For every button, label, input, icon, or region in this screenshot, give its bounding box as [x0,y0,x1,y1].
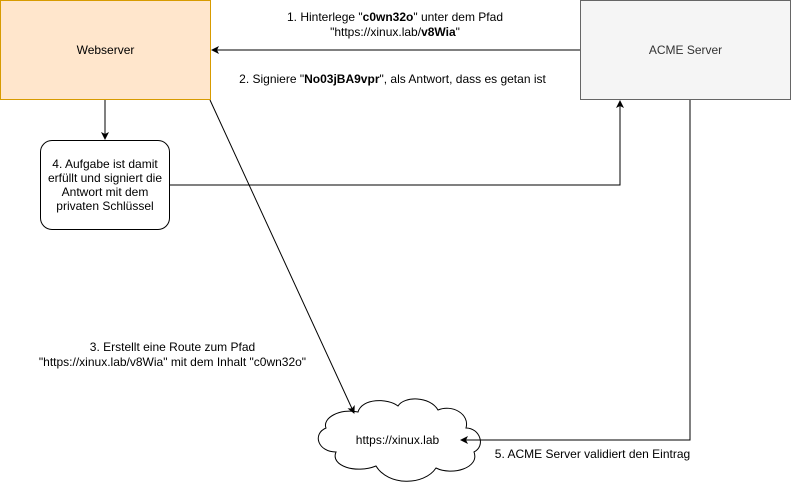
step2-token: No03jBA9vpr [304,72,380,86]
acme-server-label: ACME Server [648,43,723,57]
step1-path-bold: v8Wia [421,25,456,39]
webserver-node[interactable]: Webserver [0,0,211,100]
cloud-shape[interactable] [317,398,481,482]
cloud-node[interactable]: https://xinux.lab [320,420,475,460]
edge-step5-arrow [460,100,691,444]
edge-task-to-acme [170,100,624,186]
step2-text-pre: 2. Signiere " [239,72,305,86]
webserver-label: Webserver [76,43,135,57]
edge-step1-line2: "https://xinux.lab/v8Wia" [260,25,530,40]
step1-text-pre: 1. Hinterlege " [287,10,363,24]
edge-step3-arrow [209,99,355,414]
step1-path-post: " [455,25,460,39]
edge-step3-label: 3. Erstellt eine Route zum Pfad "https:/… [20,340,325,370]
step5-text: 5. ACME Server validiert den Eintrag [494,447,691,461]
task-done-node[interactable]: 4. Aufgabe ist damit erfüllt und signier… [40,140,170,230]
step1-text-mid: " unter dem Pfad [413,10,503,24]
task-done-label: 4. Aufgabe ist damit erfüllt und signier… [47,157,163,213]
step2-text-post: ", als Antwort, dass es getan ist [379,72,546,86]
step3-line1: 3. Erstellt eine Route zum Pfad [89,340,256,354]
edge-step1-label: 1. Hinterlege "c0wn32o" unter dem Pfad "… [260,10,530,40]
edge-step5-label: 5. ACME Server validiert den Eintrag [490,447,695,462]
acme-server-node[interactable]: ACME Server [580,0,791,100]
cloud-label: https://xinux.lab [355,433,440,447]
step3-line2: "https://xinux.lab/v8Wia" mit dem Inhalt… [38,355,307,369]
step1-token: c0wn32o [362,10,414,24]
edge-step2-label: 2. Signiere "No03jBA9vpr", als Antwort, … [220,72,565,87]
edge-step1-line1: 1. Hinterlege "c0wn32o" unter dem Pfad [260,10,530,25]
step1-path-pre: "https://xinux.lab/ [330,25,422,39]
